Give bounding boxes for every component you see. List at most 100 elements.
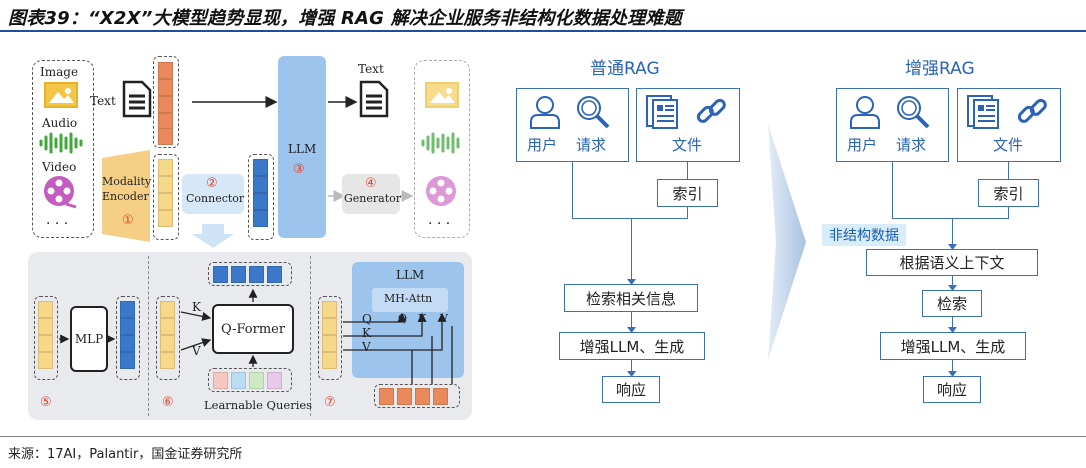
llm-input-token: [322, 318, 337, 335]
connector-line: [631, 360, 633, 374]
user-request-box: [516, 88, 629, 162]
qformer-box: Q-Former: [212, 304, 294, 354]
output-image-icon: [425, 82, 459, 108]
connector-line: [631, 312, 633, 330]
panel-divider: [310, 256, 311, 416]
llm-block: [278, 56, 326, 238]
llm-text-token: [379, 388, 394, 405]
output-audio-icon: [420, 132, 466, 158]
title-divider: [0, 30, 1086, 32]
mh-attn-box: [372, 288, 448, 312]
mlp-output-token: [120, 301, 135, 318]
generator-label: Generator: [344, 192, 402, 205]
modality-token: [158, 193, 173, 210]
step-1-marker: ①: [122, 213, 134, 228]
value-label: V: [192, 344, 201, 358]
mlp-input-token: [38, 352, 53, 369]
qformer-input-token: [160, 335, 175, 352]
mlp-input-tokens: [34, 296, 58, 380]
generator-box: [342, 174, 400, 214]
mlp-output-token: [120, 335, 135, 352]
text-token-column: [153, 56, 179, 148]
audio-label: Audio: [42, 116, 78, 130]
connector-line: [687, 162, 689, 179]
step-4-marker: ④: [365, 176, 377, 191]
link-icon: [694, 94, 728, 134]
user-icon: [848, 94, 882, 134]
semantic-context-step-box: 根据语义上下文: [866, 249, 1038, 276]
footer-divider: [0, 436, 1086, 437]
connector-line: [572, 218, 688, 220]
mlp-output-token: [120, 318, 135, 335]
mlp-output-tokens: [116, 296, 140, 380]
qformer-output-token: [267, 266, 282, 283]
retrieve-step-box: 检索相关信息: [564, 284, 698, 312]
index-box-2: 索引: [978, 179, 1039, 207]
multimodal-diagram: Image Audio Video · · · Text Modality En…: [22, 50, 482, 425]
output-modalities-box: [414, 60, 470, 238]
text-token: [158, 79, 173, 96]
modality-token: [158, 210, 173, 227]
user-icon: [528, 94, 562, 134]
projected-token: [253, 159, 268, 176]
user-label: 用户: [527, 136, 558, 154]
unstructured-data-tag: 非结构数据: [822, 224, 906, 246]
connector-label: Connector: [186, 192, 245, 205]
source-note: 来源：17AI，Palantir，国金证券研究所: [8, 447, 243, 462]
modality-encoder-shape: [102, 150, 150, 242]
figure-title: 图表39：“X2X”大模型趋势显现，增强 RAG 解决企业服务非结构化数据处理难…: [8, 8, 682, 29]
output-ellipsis: · · ·: [428, 216, 451, 232]
text-token: [158, 62, 173, 79]
text-input-label: Text: [90, 94, 116, 108]
text-token: [158, 128, 173, 145]
panel-divider: [148, 256, 149, 416]
connector-line: [631, 218, 633, 280]
projected-token-column: [248, 154, 274, 240]
audio-wave-icon: [38, 132, 84, 158]
image-label: Image: [40, 65, 79, 79]
mlp-input-token: [38, 318, 53, 335]
llm-attention-title: LLM: [396, 268, 425, 282]
llm-input-token: [322, 335, 337, 352]
connector-line: [1008, 207, 1010, 219]
qformer-output-token: [249, 266, 264, 283]
llm-text-token: [397, 388, 412, 405]
learnable-query-token: [231, 372, 246, 389]
modality-token-column: [153, 154, 179, 240]
learnable-query-token: [249, 372, 264, 389]
llm-label: LLM: [288, 142, 317, 156]
projected-token: [253, 193, 268, 210]
llm-input-tokens: [318, 296, 342, 380]
qformer-input-token: [160, 301, 175, 318]
user-label-2: 用户: [847, 136, 878, 154]
input-modalities-box: [32, 60, 94, 238]
value-label-2: V: [362, 340, 371, 354]
document-icon: [122, 80, 152, 122]
augment-step-box: 增强LLM、生成: [559, 332, 705, 360]
qformer-input-token: [160, 352, 175, 369]
modality-token: [158, 176, 173, 193]
qformer-output-tokens: [208, 262, 292, 286]
connector-line: [952, 317, 954, 330]
learnable-queries-box: [208, 368, 292, 392]
output-document-icon: [359, 80, 389, 122]
output-text-label: Text: [358, 62, 384, 76]
learnable-queries-label: Learnable Queries: [204, 398, 313, 412]
mlp-input-token: [38, 335, 53, 352]
step-2-marker: ②: [206, 176, 218, 191]
request-label: 请求: [576, 136, 607, 154]
connector-line: [952, 276, 954, 288]
modality-token: [158, 159, 173, 176]
document-list-icon: [645, 94, 679, 134]
qformer-input-token: [160, 318, 175, 335]
llm-text-token: [415, 388, 430, 405]
input-ellipsis: · · ·: [46, 216, 69, 232]
connector-line: [687, 207, 689, 219]
learnable-query-token: [267, 372, 282, 389]
connector-line: [1008, 162, 1010, 179]
modality-encoder-label: Modality Encoder: [102, 175, 152, 203]
mh-attn-label: MH-Attn: [384, 292, 433, 305]
qformer-output-token: [213, 266, 228, 283]
mlp-output-token: [120, 352, 135, 369]
